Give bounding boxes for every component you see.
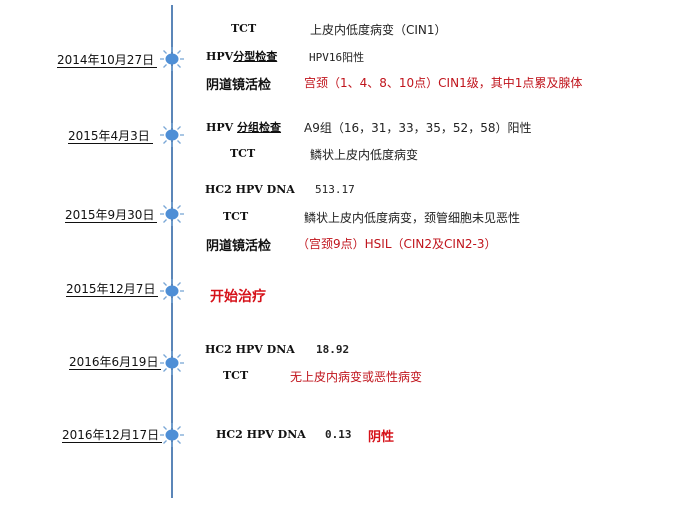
item-value: 无上皮内病变或恶性病变 <box>290 370 423 384</box>
item-label: 阴道镜活检 <box>206 239 272 254</box>
item-label: TCT <box>223 369 249 382</box>
sun-marker-icon <box>159 122 185 148</box>
item-label: HC2 HPV DNA <box>205 183 295 196</box>
sun-marker-icon <box>159 201 185 227</box>
treatment-start-note: 开始治疗 <box>210 289 266 305</box>
item-label: TCT <box>230 147 256 160</box>
item-label: HC2 HPV DNA <box>216 428 306 441</box>
item-label: HC2 HPV DNA <box>205 343 295 356</box>
item-value: 上皮内低度病变（CIN1） <box>310 23 447 37</box>
timeline-axis <box>171 5 173 498</box>
item-label: TCT <box>231 22 257 35</box>
item-label: HPV 分组检查 <box>206 121 282 134</box>
item-value: 宫颈（1、4、8、10点）CIN1级，其中1点累及腺体 <box>304 76 583 90</box>
item-label: TCT <box>223 210 249 223</box>
item-value: 鳞状上皮内低度病变，颈管细胞未见恶性 <box>304 211 521 225</box>
item-value: （宫颈9点）HSIL（CIN2及CIN2-3） <box>297 237 497 251</box>
sun-marker-icon <box>159 350 185 376</box>
event-date: 2015年12月7日 <box>66 282 159 297</box>
event-date: 2016年6月19日 <box>69 355 162 370</box>
sun-marker-icon <box>159 422 185 448</box>
item-value: HPV16阳性 <box>309 51 365 64</box>
item-value: 18.92 <box>316 343 350 356</box>
item-value: 0.13 <box>325 428 352 441</box>
event-date: 2016年12月17日 <box>62 428 163 443</box>
result-badge: 阴性 <box>368 430 395 445</box>
item-value: A9组（16，31，33，35，52，58）阳性 <box>304 121 532 135</box>
sun-marker-icon <box>159 46 185 72</box>
event-date: 2015年4月3日 <box>68 129 153 144</box>
item-label: 阴道镜活检 <box>206 78 272 93</box>
item-label: HPV分型检查 <box>206 50 278 63</box>
event-date: 2015年9月30日 <box>65 208 158 223</box>
event-date: 2014年10月27日 <box>57 53 158 68</box>
item-value: 513.17 <box>315 183 355 196</box>
sun-marker-icon <box>159 278 185 304</box>
item-value: 鳞状上皮内低度病变 <box>310 148 419 162</box>
